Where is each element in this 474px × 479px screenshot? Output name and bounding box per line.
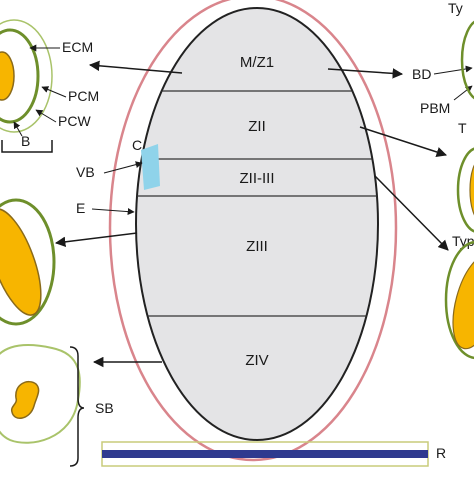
cell-top-left (0, 19, 53, 133)
cell-top-right (460, 20, 474, 100)
zone-label-ziv: ZIV (245, 352, 268, 369)
label-pbm: PBM (420, 100, 450, 116)
cell-bottom-left (0, 344, 81, 444)
vascular-band (141, 144, 160, 190)
arrow-to-ecm (88, 60, 183, 74)
zone-label-zii-iii: ZII-III (240, 170, 275, 187)
cell-left-middle (0, 198, 56, 326)
bracket-sb (69, 346, 85, 467)
label-e: E (76, 200, 85, 216)
inner-oval (135, 7, 379, 441)
outer-envelope (108, 0, 398, 462)
label-sb: SB (95, 400, 114, 416)
zone-label-ziii: ZIII (246, 238, 268, 255)
label-b: B (21, 133, 30, 149)
zone-label-mz1: M/Z1 (240, 54, 274, 71)
label-ty-top: Ty (448, 0, 463, 16)
label-t-right: T (458, 120, 467, 136)
cell-right-lower (444, 240, 474, 360)
label-pcw: PCW (58, 113, 91, 129)
label-c: C (132, 137, 142, 153)
arrow-to-t (359, 126, 447, 158)
label-r: R (436, 445, 446, 461)
bracket-b (1, 140, 53, 153)
cell-right-middle (456, 147, 474, 233)
arrow-to-bd (327, 68, 404, 79)
label-vb: VB (76, 164, 95, 180)
arrow-to-left-cell (54, 232, 138, 248)
label-bd: BD (412, 66, 431, 82)
label-pcm: PCM (68, 88, 99, 104)
label-ecm: ECM (62, 39, 93, 55)
arrow-to-typ (374, 175, 449, 251)
zone-label-zii: ZII (248, 118, 266, 135)
rod-r (101, 441, 429, 467)
zone-dividers (136, 90, 378, 317)
